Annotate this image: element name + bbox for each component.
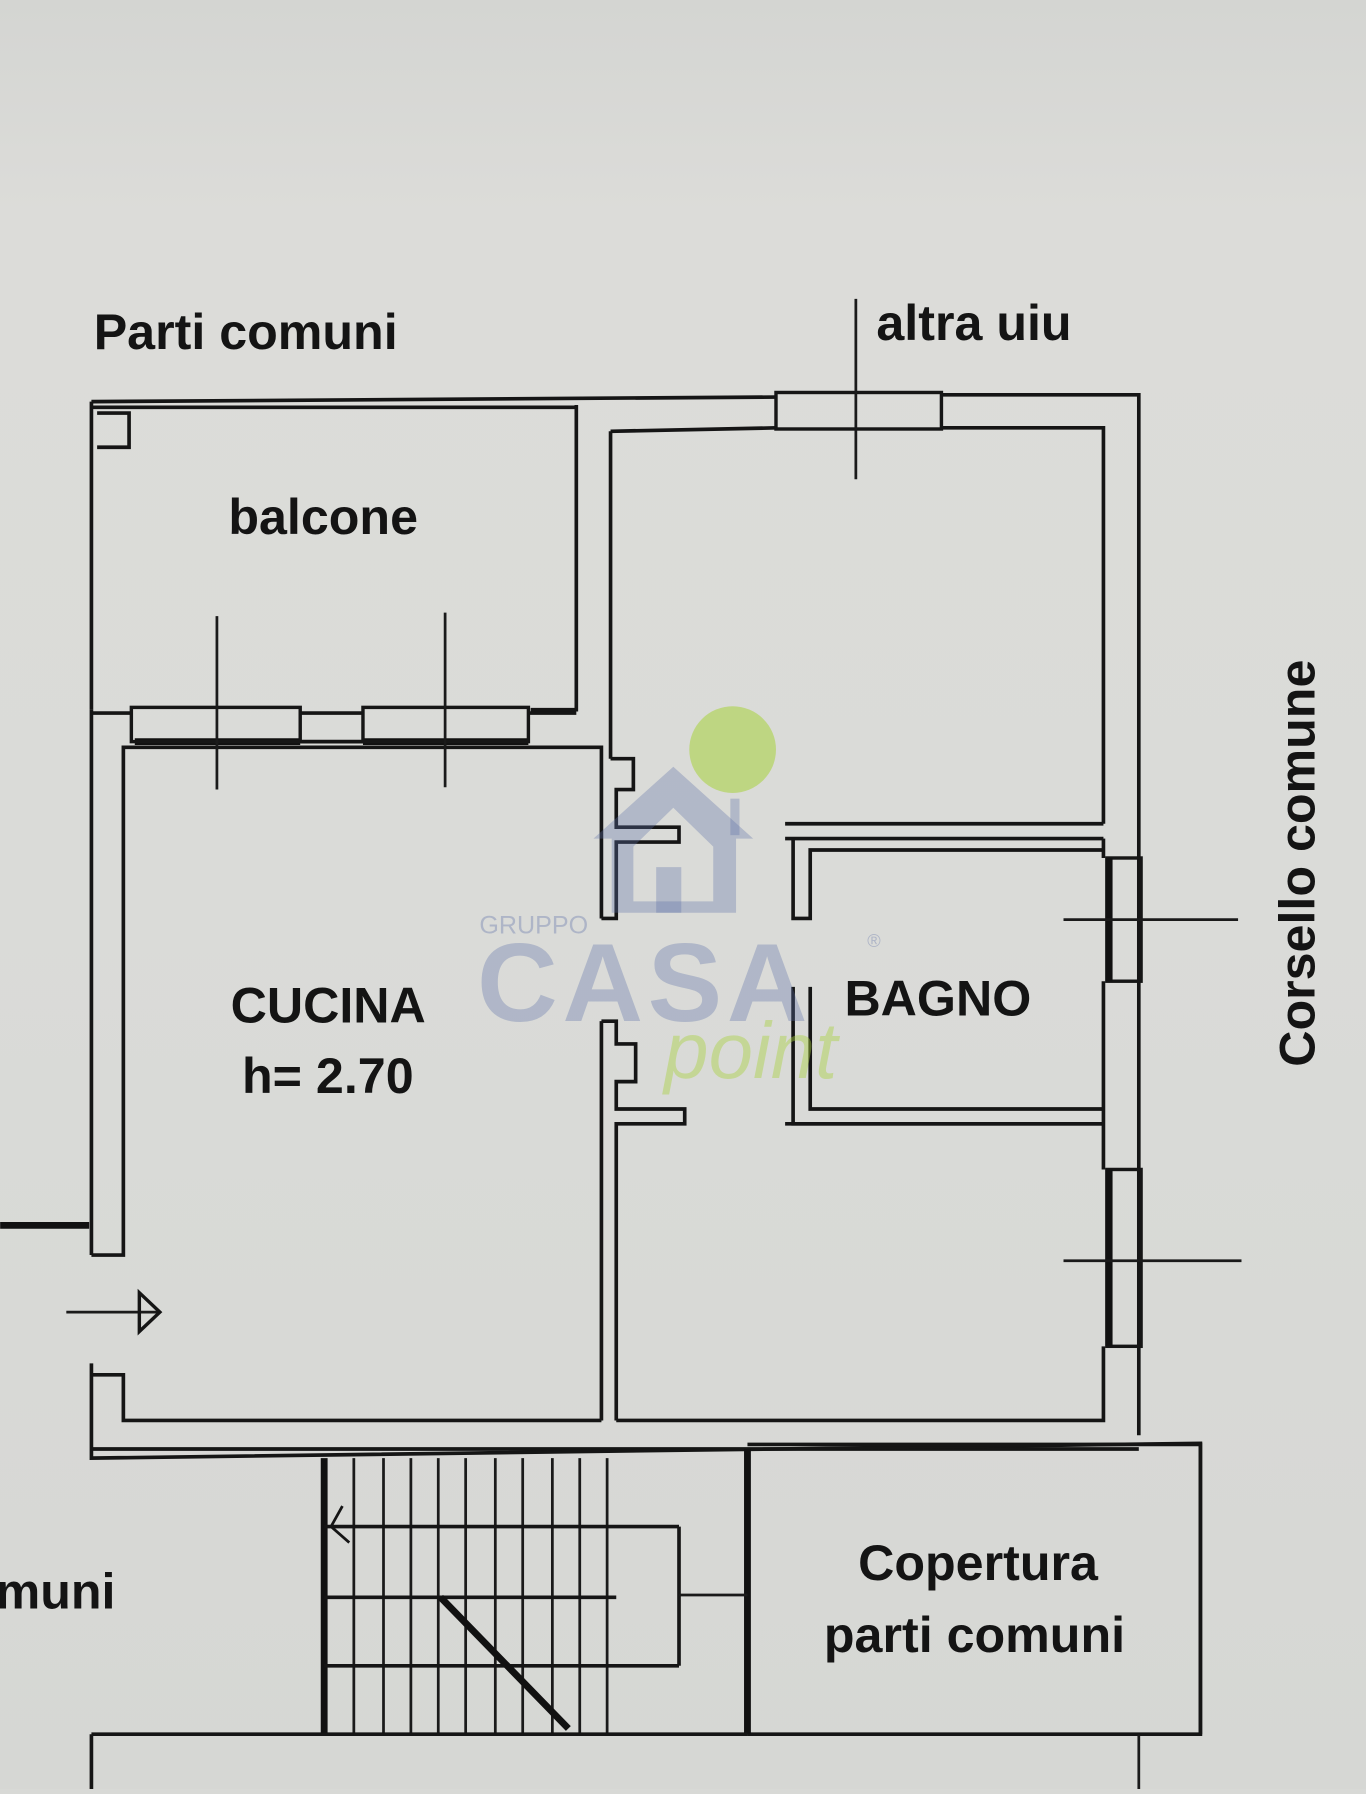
stairs-arrow-icon bbox=[329, 1505, 351, 1544]
label-copertura: Copertura bbox=[858, 1535, 1099, 1591]
label-corsello-comune: Corsello comune bbox=[1270, 660, 1326, 1067]
bagno-walls bbox=[785, 838, 1104, 1126]
label-parti-comuni: Parti comuni bbox=[94, 304, 398, 360]
entrance bbox=[0, 1221, 163, 1336]
watermark-casa-text: CASA bbox=[477, 920, 812, 1045]
labels: Parti comuni altra uiu balcone CUCINA h=… bbox=[0, 295, 1326, 1663]
central-partitions bbox=[599, 756, 1106, 1423]
watermark-registered-text: ® bbox=[867, 930, 881, 951]
label-parti-comuni-left: muni bbox=[0, 1564, 115, 1620]
entrance-arrow-icon bbox=[137, 1288, 163, 1336]
copertura-box bbox=[747, 1442, 1203, 1789]
label-balcone: balcone bbox=[228, 489, 418, 545]
watermark-point-text: point bbox=[662, 1006, 840, 1095]
watermark-gruppo-text: GRUPPO bbox=[479, 911, 588, 939]
label-cucina: CUCINA bbox=[231, 977, 426, 1033]
label-bagno: BAGNO bbox=[844, 970, 1031, 1026]
balcone-partition bbox=[91, 612, 604, 919]
outer-walls bbox=[89, 392, 1141, 1451]
window-top bbox=[774, 298, 944, 480]
label-altra-uiu: altra uiu bbox=[876, 295, 1071, 351]
watermark-house-icon bbox=[593, 766, 754, 913]
watermark-logo: GRUPPO CASA ® point bbox=[477, 706, 881, 1095]
label-copertura-parti-comuni: parti comuni bbox=[824, 1607, 1125, 1663]
watermark-green-dot-icon bbox=[689, 706, 776, 793]
label-cucina-height: h= 2.70 bbox=[242, 1048, 414, 1104]
right-windows bbox=[1063, 838, 1242, 1349]
